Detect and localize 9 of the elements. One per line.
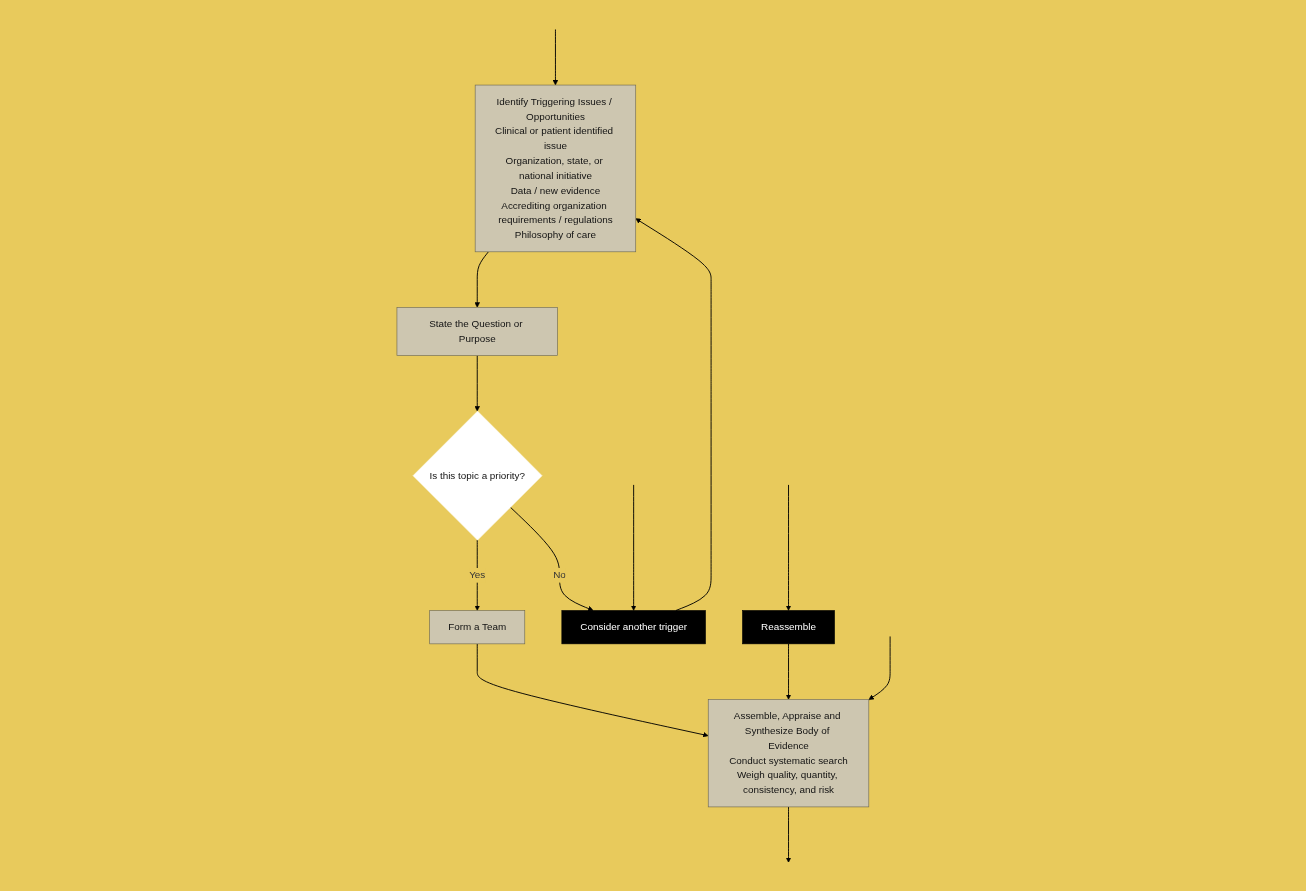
edge-label: No [553,569,566,580]
node-box: Form a Team [429,609,526,644]
node-box: Assemble, Appraise and Synthesize Body of Evidence Conduct systematic search Weigh quality, quantity, consistency, and risk [708,698,870,807]
node-box: State the Question or Purpose [396,306,559,356]
node-box: Consider another trigger [561,609,706,644]
node-box: Reassemble [742,609,836,644]
edge-label: Yes [469,569,486,580]
node-box: Identify Triggering Issues / Opportunities Clinical or patient identified issue Organization, state, or national initiative Data / new evidence Accrediting organization requirements / regulations Philosophy of care [475,84,637,252]
node-diamond: Is this topic a priority? [413,410,543,540]
